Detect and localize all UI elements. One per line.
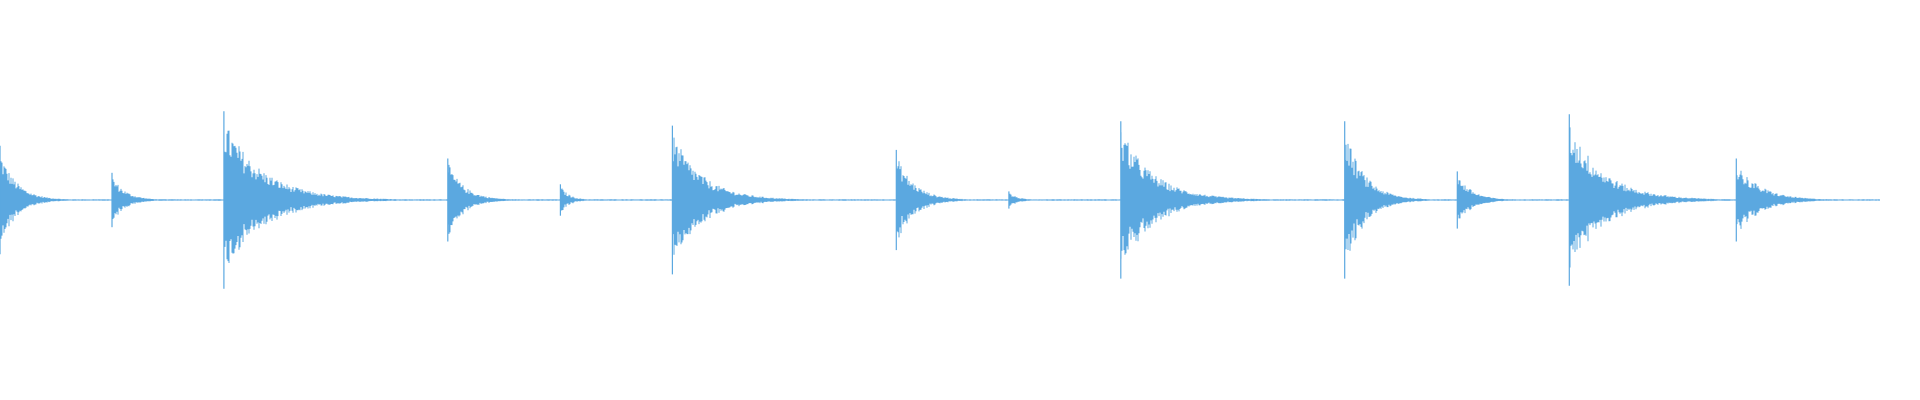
- waveform-path: [0, 127, 1880, 268]
- waveform-bursts: [0, 111, 1880, 289]
